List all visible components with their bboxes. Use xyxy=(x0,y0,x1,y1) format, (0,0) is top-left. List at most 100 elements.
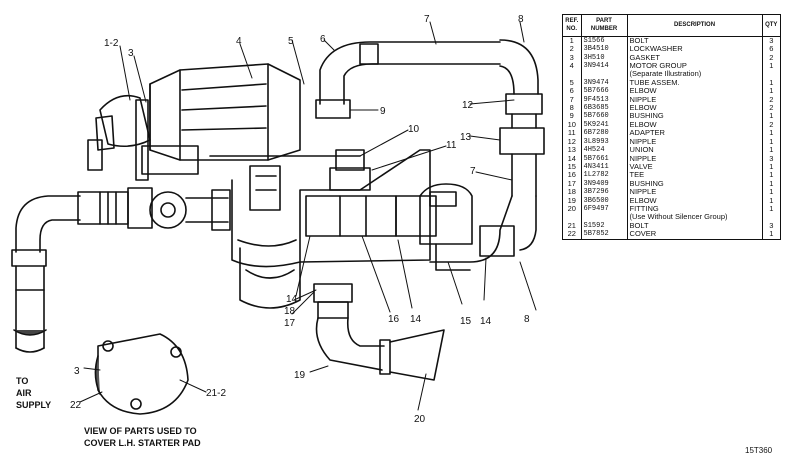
description-cell: BUSHING xyxy=(626,112,763,121)
callout-15: 15 xyxy=(460,316,472,327)
description-cell: NIPPLE xyxy=(626,95,763,105)
part-number-cell: 5B7661 xyxy=(580,154,628,163)
callout-8b: 8 xyxy=(524,314,530,325)
air-starter-piping-diagram: 1-2 3 4 5 6 7 8 9 10 11 12 13 7 8 14 15 … xyxy=(11,14,545,448)
callout-14c: 14 xyxy=(286,294,298,305)
qty-cell: 3 xyxy=(761,221,782,231)
note-air: AIR xyxy=(16,388,32,398)
part-number-cell: 3B4510 xyxy=(580,45,628,54)
header-part-number: PART NUMBER xyxy=(580,14,628,37)
description-cell: GASKET xyxy=(626,53,763,63)
description-cell: ELBOW xyxy=(626,87,763,96)
motor-housing xyxy=(149,63,301,161)
description-cell: ADAPTER xyxy=(626,129,763,138)
callout-14a: 14 xyxy=(480,316,492,327)
part-number-cell: 4N3411 xyxy=(580,162,628,172)
qty-cell: 3 xyxy=(761,154,782,163)
table-row: (Use Without Silencer Group) xyxy=(562,213,782,222)
drawing-number: 15T360 xyxy=(745,446,773,455)
qty-cell: 1 xyxy=(761,145,782,155)
qty-cell: 1 xyxy=(761,187,782,197)
callout-16: 16 xyxy=(388,314,400,325)
part-number-cell: 5K9241 xyxy=(580,120,628,130)
lower-outlet xyxy=(313,283,445,381)
main-pipe-horizontal xyxy=(77,187,231,231)
ref-cell: 4 xyxy=(562,61,582,71)
part-number-cell: 5B7666 xyxy=(580,87,628,96)
part-number-cell: 5B7660 xyxy=(580,112,628,121)
header-qty: QTY xyxy=(761,14,782,37)
callout-11: 11 xyxy=(446,140,457,151)
part-number-cell: 3H510 xyxy=(580,53,628,63)
starter-pad-cover xyxy=(94,333,189,415)
qty-cell xyxy=(761,213,782,222)
qty-cell: 1 xyxy=(761,162,782,172)
callout-10: 10 xyxy=(408,124,420,135)
qty-cell: 2 xyxy=(761,120,782,130)
leader-lines xyxy=(79,21,537,411)
air-supply-pipe xyxy=(11,195,81,353)
part-number-cell: 6F9497 xyxy=(580,204,628,214)
description-cell: NIPPLE xyxy=(626,188,763,197)
part-number-cell: 3B6500 xyxy=(580,196,628,205)
part-number-cell: 3N9409 xyxy=(580,179,628,189)
qty-cell: 1 xyxy=(761,112,782,121)
description-cell: ELBOW xyxy=(626,120,763,130)
description-cell: MOTOR GROUP xyxy=(626,62,763,71)
starter-intake xyxy=(87,94,199,181)
description-cell: COVER xyxy=(626,230,763,240)
callout-20: 20 xyxy=(414,414,426,425)
description-cell: ELBOW xyxy=(626,104,763,113)
description-cell: VALVE xyxy=(626,162,763,172)
part-number-cell: 6B3685 xyxy=(580,104,628,113)
part-number-cell xyxy=(580,213,628,222)
callout-13: 13 xyxy=(460,132,472,143)
header-ref-no: REF. NO. xyxy=(562,14,582,37)
callout-3b: 3 xyxy=(74,366,80,377)
part-number-cell xyxy=(580,70,628,79)
callout-labels: 1-2 3 4 5 6 7 8 9 10 11 12 13 7 8 14 15 … xyxy=(70,14,530,425)
part-number-cell: 3B7296 xyxy=(580,188,628,197)
description-cell: TEE xyxy=(626,171,763,180)
description-cell: TUBE ASSEM. xyxy=(626,78,763,88)
part-number-cell: 5B7852 xyxy=(580,230,628,240)
part-number-cell: 9F4513 xyxy=(580,95,628,105)
part-number-cell: S1592 xyxy=(580,221,628,231)
qty-cell: 1 xyxy=(761,128,782,138)
ref-cell: 20 xyxy=(562,204,582,214)
qty-cell: 1 xyxy=(761,137,782,147)
note-supply: SUPPLY xyxy=(16,400,51,410)
callout-7: 7 xyxy=(424,14,430,25)
part-number-cell: 3L8993 xyxy=(580,137,628,147)
upper-pipe-loop xyxy=(315,39,545,263)
qty-cell: 3 xyxy=(761,36,782,46)
qty-cell: 2 xyxy=(761,95,782,105)
callout-21-2: 21-2 xyxy=(206,388,226,399)
part-number-cell: 1L2782 xyxy=(580,171,628,180)
callout-7b: 7 xyxy=(470,166,476,177)
part-number-cell: 3N9474 xyxy=(580,78,628,88)
callout-14b: 14 xyxy=(410,314,422,325)
callout-18: 18 xyxy=(284,306,296,317)
description-cell: ELBOW xyxy=(626,196,763,205)
qty-cell: 2 xyxy=(761,103,782,113)
part-number-cell: S1566 xyxy=(580,36,628,46)
description-cell: (Use Without Silencer Group) xyxy=(626,213,763,222)
qty-cell: 1 xyxy=(761,179,782,189)
